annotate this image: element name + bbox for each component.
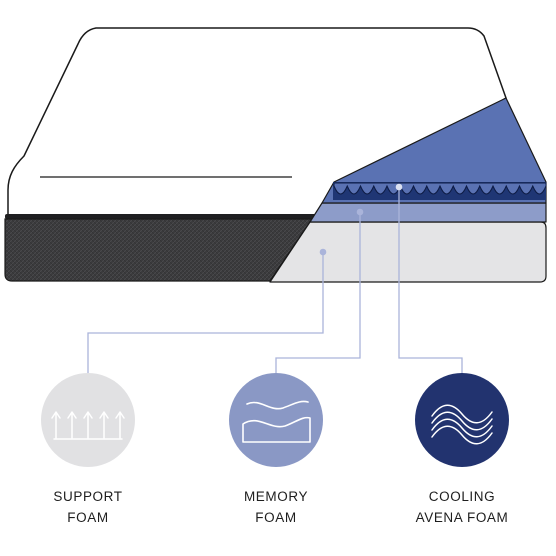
- support-foam-label-line2: FOAM: [67, 510, 109, 525]
- cooling-leader-line: [398, 187, 463, 376]
- cooling-wave-icon: [431, 404, 493, 445]
- support-leader-line: [87, 252, 324, 376]
- support-foam-label: SUPPORT FOAM: [18, 486, 158, 528]
- memory-foam-label-line2: FOAM: [255, 510, 297, 525]
- support-foam-layer: [269, 221, 547, 283]
- cover-edge-band: [5, 214, 317, 219]
- memory-anchor-dot: [356, 208, 364, 216]
- memory-foam-icon-circle: [229, 373, 323, 467]
- support-anchor-dot: [319, 248, 327, 256]
- cooling-foam-label-line2: AVENA FOAM: [415, 510, 509, 525]
- memory-foam-label: MEMORY FOAM: [206, 486, 346, 528]
- cooling-anchor-dot: [395, 183, 403, 191]
- memory-foam-layer: [309, 202, 547, 223]
- base-fabric: [4, 218, 314, 282]
- memory-foam-wave-icon: [242, 400, 311, 443]
- support-foam-label-line1: SUPPORT: [53, 489, 123, 504]
- cooling-foam-label-line1: COOLING: [428, 489, 496, 504]
- cooling-foam-label: COOLING AVENA FOAM: [392, 486, 532, 528]
- memory-foam-label-line1: MEMORY: [243, 489, 309, 504]
- cooling-foam-wave-profile: [333, 182, 547, 195]
- arrows-up-icon: [51, 411, 125, 440]
- memory-leader-line: [275, 212, 361, 376]
